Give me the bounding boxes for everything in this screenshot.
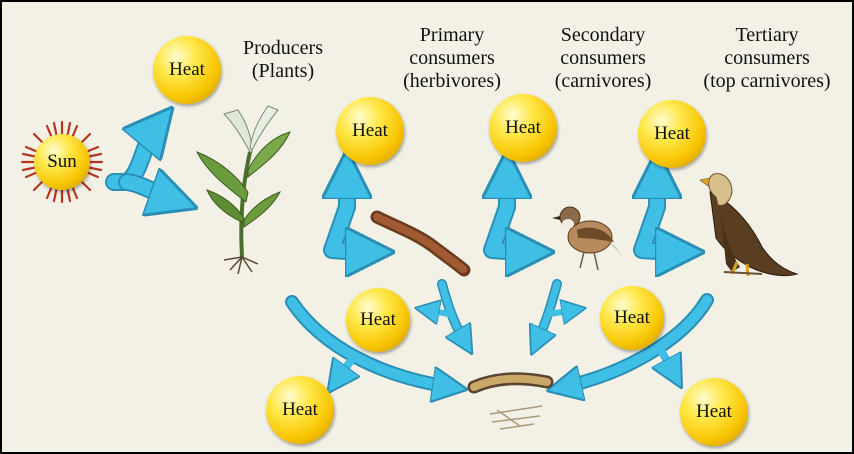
heat-ball-producers: Heat [153,36,221,104]
tertiary-line-2: consumers [724,47,810,69]
heat-label: Heat [696,401,732,422]
primary-line-2: consumers [409,47,495,69]
secondary-consumers-label: Secondary consumers (carnivores) [536,24,670,93]
tertiary-consumers-label: Tertiary consumers (top carnivores) [684,24,850,93]
producers-label: Producers (Plants) [228,37,338,83]
heat-label: Heat [654,123,690,144]
secondary-line-3: (carnivores) [554,70,652,92]
primary-line-3: (herbivores) [403,70,501,92]
decay-arrows-large [285,293,714,387]
l-arrow-herbivore [332,174,370,252]
plant-illustration [195,105,291,275]
heat-ball-secondary: Heat [489,94,557,162]
l-arrow-top-carnivore [642,174,680,252]
sparrow-illustration [552,206,624,271]
sun-energy-arrow [105,126,174,200]
tertiary-line-1: Tertiary [735,24,799,46]
l-arrow-carnivore [492,174,530,252]
heat-label: Heat [169,59,205,80]
heat-label: Heat [282,399,318,420]
eagle-illustration [699,173,799,277]
larva-illustration [467,372,554,430]
secondary-line-1: Secondary [560,24,646,46]
producers-line-2: (Plants) [251,60,315,82]
sun-icon: Sun [34,134,90,190]
decay-arrows-small [427,279,574,342]
l-arrows [332,174,680,252]
primary-line-1: Primary [419,24,485,46]
heat-label: Heat [360,309,396,330]
heat-ball-bottom-right: Heat [680,378,748,446]
sun-label: Sun [47,151,77,172]
heat-label: Heat [505,117,541,138]
heat-ball-decay-left: Heat [346,288,410,352]
heat-label: Heat [352,120,388,141]
heat-ball-tertiary: Heat [638,100,706,168]
producers-line-1: Producers [243,37,323,59]
heat-label: Heat [614,307,650,328]
primary-consumers-label: Primary consumers (herbivores) [382,24,522,93]
heat-ball-bottom-left: Heat [266,376,334,444]
heat-ball-primary: Heat [336,97,404,165]
caterpillar-illustration [370,210,471,277]
secondary-line-2: consumers [560,47,646,69]
heat-ball-decay-right: Heat [600,286,664,350]
tertiary-line-3: (top carnivores) [703,70,831,92]
